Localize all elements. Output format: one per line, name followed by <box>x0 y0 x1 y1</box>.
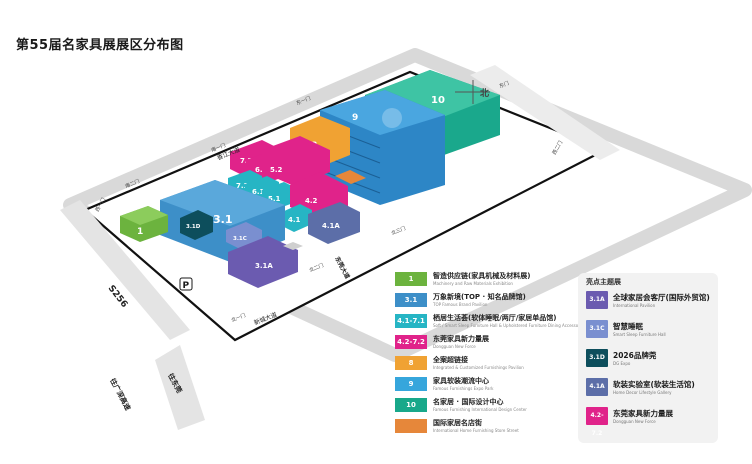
svg-text:北: 北 <box>480 87 489 99</box>
legend-sublabel: Famous Furnishing International Design C… <box>433 407 527 412</box>
legend-item: 4.2-7.2 东莞家具新力量展 Dongguan New Force <box>395 334 585 352</box>
legend-label: 东莞家具新力量展 <box>433 335 489 343</box>
store-street[interactable] <box>335 170 366 184</box>
legend-label: 智造供应链(家具机械及材料展) <box>433 272 531 280</box>
highlight-item: 3.1C 智慧睡眠 Smart Sleep Furniture Hall <box>586 320 716 342</box>
highlight-sublabel: Dongguan New Force <box>613 419 656 424</box>
highlight-title: 亮点主题展 <box>586 278 621 286</box>
svg-text:9: 9 <box>352 113 358 123</box>
legend-sublabel: TOP Famous Brand Pavilion <box>433 302 488 307</box>
highlight-label: 智慧睡眠 <box>613 322 643 331</box>
highlight-label: 软装实验室(软装生活馆) <box>613 380 695 389</box>
legend-label: 栖居生活荟(软体睡眠/两厅/家居单品馆) <box>433 314 557 322</box>
legend-swatch <box>395 419 427 433</box>
svg-text:7.1: 7.1 <box>236 182 249 190</box>
legend-item: 8 全案超链接 Integrated & Customized Furnishi… <box>395 355 585 373</box>
legend-swatch: 1 <box>395 272 427 286</box>
legend-item: 4.1-7.1 栖居生活荟(软体睡眠/两厅/家居单品馆) Soft / Smar… <box>395 313 610 331</box>
road-s256 <box>60 200 190 340</box>
svg-text:5.2: 5.2 <box>270 166 283 174</box>
legend-item: 1 智造供应链(家具机械及材料展) Machinery and Raw Mate… <box>395 271 585 289</box>
legend-sublabel: Soft / Smart Sleep Furniture Hall & Upho… <box>433 323 611 328</box>
highlight-panel: 亮点主题展 3.1A 全球家居会客厅(国际外贸馆) International … <box>578 273 718 443</box>
highlight-swatch: 3.1A <box>586 291 608 309</box>
highlight-item: 3.1D 2026品牌莞 DG Expo <box>586 349 716 371</box>
hall-4-1[interactable]: 4.1 <box>282 204 312 232</box>
highlight-label: 全球家居会客厅(国际外贸馆) <box>613 293 710 302</box>
legend-item: 9 家具软装潮流中心 Famous Furnishings Expo Park <box>395 376 585 394</box>
highlight-swatch: 4.2-7.2 <box>586 407 608 437</box>
hall-4-1a[interactable]: 4.1A <box>308 202 360 244</box>
legend-sublabel: Dongguan New Force <box>433 344 476 349</box>
road-south <box>155 345 205 430</box>
legend-swatch: 8 <box>395 356 427 370</box>
north-compass: 北 <box>455 80 490 104</box>
legend-label: 家具软装潮流中心 <box>433 377 489 385</box>
road-label-highway: 往广深高速 <box>108 377 132 412</box>
legend-sublabel: International Home Furnishing Store Stre… <box>433 428 519 433</box>
svg-text:3.1A: 3.1A <box>255 262 273 270</box>
svg-text:10: 10 <box>431 95 445 106</box>
legend-swatch: 4.2-7.2 <box>395 335 427 349</box>
hall-5-2[interactable]: 5.2 <box>262 136 330 186</box>
road-label-s256: S256 <box>106 284 129 310</box>
svg-text:6.2: 6.2 <box>255 166 268 174</box>
highlight-item: 4.1A 软装实验室(软装生活馆) Home Decor Lifestyle G… <box>586 378 716 400</box>
svg-text:3.1D: 3.1D <box>186 224 201 230</box>
legend-sublabel: Machinery and Raw Materials Exhibition <box>433 281 513 286</box>
svg-text:4.1: 4.1 <box>288 216 301 224</box>
connector-block <box>283 242 303 250</box>
highlight-label: 东莞家具新力量展 <box>613 409 673 418</box>
svg-text:3.1C: 3.1C <box>233 236 247 242</box>
road-east <box>470 65 620 160</box>
highlight-swatch: 3.1C <box>586 320 608 338</box>
svg-text:5.1: 5.1 <box>268 195 281 203</box>
legend-swatch: 9 <box>395 377 427 391</box>
legend-label: 全案超链接 <box>433 356 468 364</box>
legend-label: 名家居 · 国际设计中心 <box>433 398 504 406</box>
svg-text:1: 1 <box>137 227 143 237</box>
highlight-swatch: 3.1D <box>586 349 608 367</box>
highlight-label: 2026品牌莞 <box>613 351 657 360</box>
svg-text:4.1A: 4.1A <box>322 222 340 230</box>
legend-label: 国际家居名店街 <box>433 419 482 427</box>
svg-text:6.1: 6.1 <box>252 188 265 196</box>
hall-3-1d[interactable]: 3.1D <box>180 210 213 240</box>
highlight-sublabel: DG Expo <box>613 361 631 366</box>
highlight-sublabel: Smart Sleep Furniture Hall <box>613 332 666 337</box>
highlight-sublabel: Home Decor Lifestyle Gallery <box>613 390 672 395</box>
page-title: 第55届名家具展展区分布图 <box>16 38 184 53</box>
legend-item: 国际家居名店街 International Home Furnishing St… <box>395 418 585 436</box>
highlight-swatch: 4.1A <box>586 378 608 396</box>
parking-sign: P <box>179 277 193 291</box>
legend-swatch: 3.1 <box>395 293 427 307</box>
legend-sublabel: Famous Furnishings Expo Park <box>433 386 494 391</box>
hall-3-1a[interactable]: 3.1A <box>228 236 298 288</box>
hall-1[interactable]: 1 <box>120 206 168 242</box>
svg-text:4.2: 4.2 <box>305 197 318 205</box>
highlight-item: 3.1A 全球家居会客厅(国际外贸馆) International Pavili… <box>586 291 716 313</box>
legend-swatch: 4.1-7.1 <box>395 314 427 328</box>
legend-item: 10 名家居 · 国际设计中心 Famous Furnishing Intern… <box>395 397 585 415</box>
legend-sublabel: Integrated & Customized Furnishings Pavi… <box>433 365 524 370</box>
legend-label: 万象新境(TOP · 知名品牌馆) <box>433 293 526 301</box>
legend-swatch: 10 <box>395 398 427 412</box>
gate-label: 东门 <box>498 80 510 90</box>
svg-text:3.1: 3.1 <box>213 213 233 226</box>
highlight-item: 4.2-7.2 东莞家具新力量展 Dongguan New Force <box>586 407 716 437</box>
svg-text:P: P <box>183 281 190 291</box>
legend-item: 3.1 万象新境(TOP · 知名品牌馆) TOP Famous Brand P… <box>395 292 585 310</box>
highlight-sublabel: International Pavilion <box>613 303 656 308</box>
